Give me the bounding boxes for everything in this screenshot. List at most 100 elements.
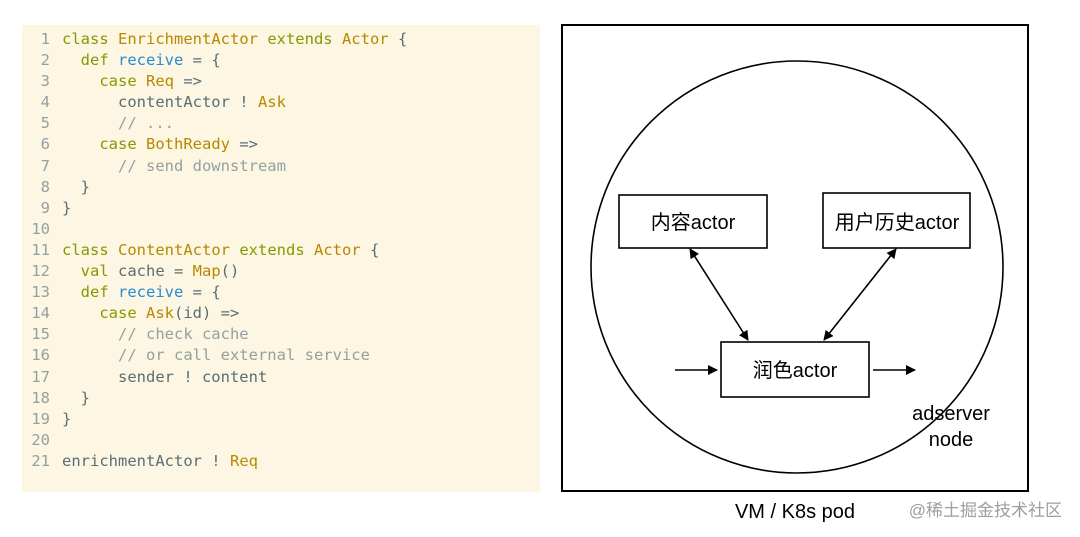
code-panel: 1 class EnrichmentActor extends Actor {2 … [22,25,540,492]
code-token: sender ! content [62,367,268,386]
line-number: 12 [31,262,50,281]
line-number: 14 [31,304,50,323]
code-token: Req [146,72,184,91]
polish-actor-label: 润色actor [753,359,838,382]
code-line: 17 sender ! content [22,367,540,388]
line-number: 15 [31,325,50,344]
code-token: = { [192,283,221,302]
code-token: { [397,30,408,48]
code-line: 1 class EnrichmentActor extends Actor { [22,29,540,50]
code-line: 6 case BothReady => [22,134,540,155]
polish-actor-box [720,341,870,398]
code-line: 21 enrichmentActor ! Req [22,451,540,472]
code-line: 3 case Req => [22,71,540,92]
code-token: // send downstream [62,156,286,175]
code-token: contentActor ! [62,93,258,112]
code-token: (id) => [174,304,240,323]
adserver-node-label-line1: adserver [912,403,990,425]
code-token: EnrichmentActor [118,30,268,48]
line-number: 7 [40,156,50,175]
code-line: 16 // or call external service [22,345,540,366]
line-number: 16 [31,346,50,365]
code-token: // ... [62,114,174,133]
code-line: 15 // check cache [22,324,540,345]
line-number: 21 [31,451,50,470]
arrow-content-polish [689,248,749,341]
code-token: } [62,177,90,196]
line-number: 9 [40,198,50,217]
content-actor-label: 内容actor [651,211,736,234]
adserver-node-label-line2: node [929,429,974,451]
code-line: 14 case Ask(id) => [22,303,540,324]
code-token: def [80,283,118,302]
pod-label: VM / K8s pod [735,501,855,523]
code-token: => [183,72,202,91]
code-token: = { [192,51,221,70]
code-line: 12 val cache = Map() [22,261,540,282]
code-token: () [220,262,240,281]
code-token: extends [267,30,342,48]
code-token: receive [118,283,193,302]
content-actor-box [618,194,768,249]
line-number: 6 [40,135,50,154]
code-token: Actor [341,30,398,48]
code-line: 5 // ... [22,113,540,134]
code-line: 20 [22,430,540,451]
code-token: Ask [146,304,174,323]
line-number: 8 [40,177,50,196]
code-token: => [239,135,258,154]
code-line: 9} [22,198,540,219]
watermark: @稀土掘金技术社区 [909,501,1062,520]
code-line: 4 contentActor ! Ask [22,92,540,113]
code-token: class [62,240,118,259]
adserver-node-circle [590,60,1004,474]
code-token: Req [229,451,258,470]
code-line: 7 // send downstream [22,156,540,177]
code-line: 11 class ContentActor extends Actor { [22,240,540,261]
code-token: class [62,30,118,48]
code-token: case [99,72,146,91]
line-number: 10 [31,219,50,238]
code-token: receive [118,51,193,70]
code-token: cache = [118,262,193,281]
line-number: 11 [31,240,50,259]
code-token: extends [239,240,314,259]
code-line: 8 } [22,177,540,198]
code-line: 10 [22,219,540,240]
code-token: } [62,388,90,407]
line-number: 13 [31,283,50,302]
arrow-history-polish [823,248,897,341]
line-number: 4 [40,93,50,112]
code-token: case [99,304,146,323]
code-token: Map [192,262,221,281]
line-number: 5 [40,114,50,133]
code-token: // check cache [62,325,249,344]
code-line: 19} [22,409,540,430]
line-number: 20 [31,430,50,449]
code-token: val [80,262,118,281]
line-number: 3 [40,72,50,91]
vm-pod-box [561,24,1029,492]
code-line: 13 def receive = { [22,282,540,303]
code-token: enrichmentActor ! [62,451,230,470]
code-token: // or call external service [62,346,370,365]
user-history-actor-box [822,192,971,249]
user-history-actor-label: 用户历史actor [835,211,960,234]
code-token: } [62,409,72,428]
code-token: BothReady [146,135,240,154]
code-line: 18 } [22,388,540,409]
line-number: 2 [40,51,50,70]
code-token: def [80,51,118,70]
code-token: { [369,240,380,259]
line-number: 19 [31,409,50,428]
code-token: ContentActor [118,240,240,259]
line-number: 1 [40,30,50,48]
code-line: 2 def receive = { [22,50,540,71]
code-token: Ask [257,93,286,112]
line-number: 18 [31,388,50,407]
code-token: Actor [313,240,370,259]
line-number: 17 [31,367,50,386]
code-token: case [99,135,146,154]
code-token: } [62,198,72,217]
